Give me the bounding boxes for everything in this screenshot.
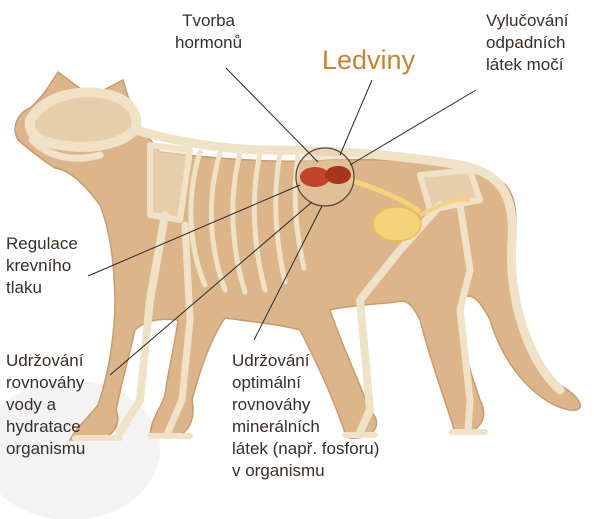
label-water-balance: Udržování rovnováhy vody a hydratace org…	[6, 350, 85, 460]
label-blood-pressure-regulation: Regulace krevního tlaku	[6, 233, 78, 299]
label-mineral-balance: Udržování optimální rovnováhy minerálníc…	[232, 350, 379, 482]
leader-line-title	[340, 80, 372, 155]
bladder	[373, 207, 421, 241]
kidney-right	[325, 166, 351, 184]
label-hormone-production: Tvorba hormonů	[175, 10, 242, 54]
kidney-highlight	[296, 148, 354, 206]
skull-bone	[30, 92, 136, 146]
label-waste-excretion: Vylučování odpadních látek močí	[486, 10, 569, 76]
diagram-title: Ledviny	[322, 45, 415, 75]
scapula-bone	[150, 145, 190, 220]
